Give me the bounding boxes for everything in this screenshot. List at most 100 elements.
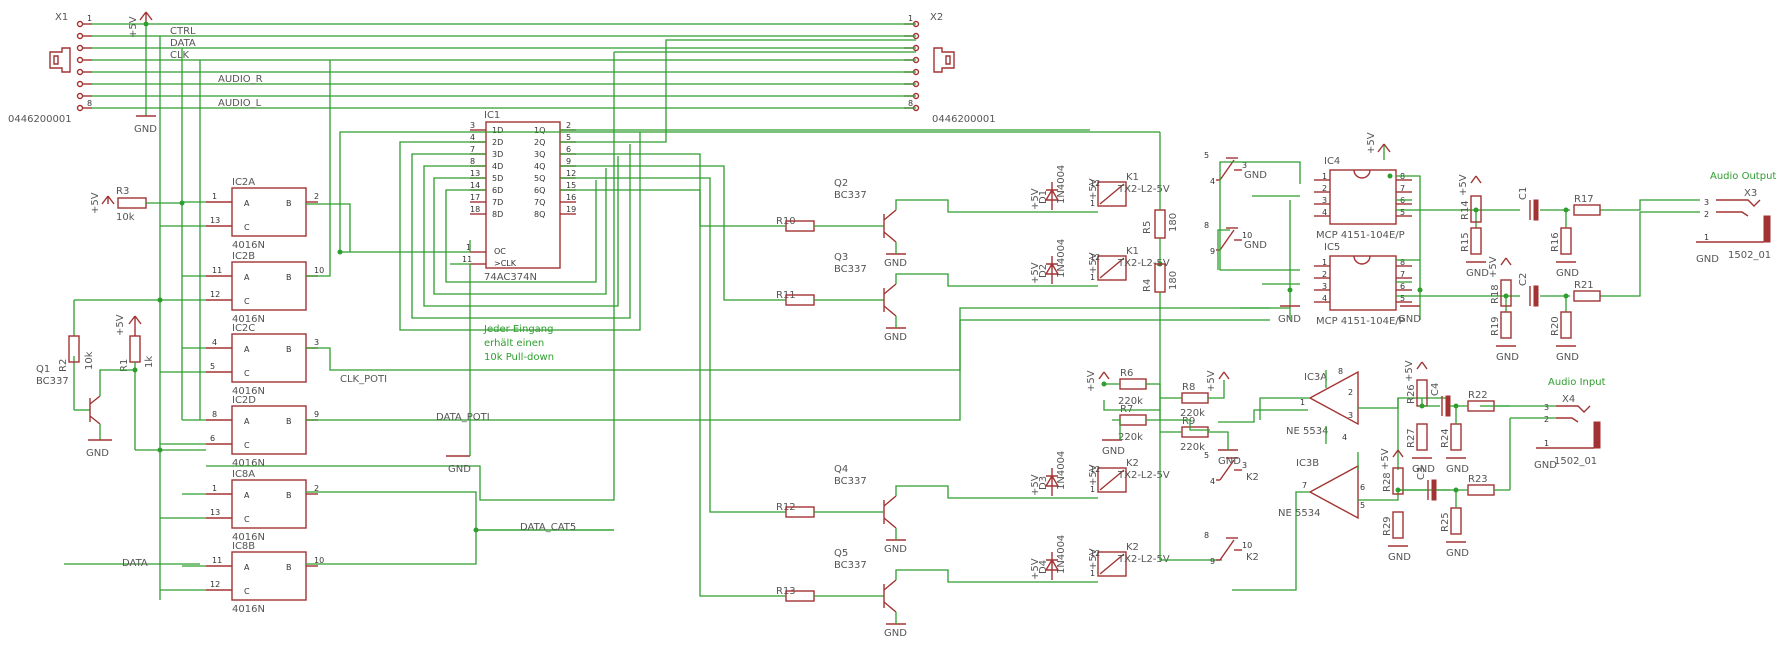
resistor-r4: R4 180 bbox=[1142, 263, 1222, 561]
gate-ref: IC2B bbox=[232, 251, 255, 262]
gnd-label: GND bbox=[884, 628, 907, 639]
latch-d-num: 3 bbox=[470, 121, 475, 130]
svg-text:+5V: +5V bbox=[90, 192, 101, 214]
transistor-leads bbox=[883, 579, 897, 613]
net-data-poti: DATA_POTI bbox=[436, 412, 490, 423]
vcc-arrow bbox=[1416, 361, 1428, 370]
transistor-ref: Q5 bbox=[834, 548, 848, 559]
gnd-label: GND bbox=[1218, 456, 1241, 467]
latch-d-label: 8D bbox=[492, 210, 503, 219]
gate-part: 4016N bbox=[232, 240, 265, 251]
gate-body bbox=[231, 551, 307, 601]
net-label-data: DATA bbox=[170, 38, 196, 49]
gate-c-label: C bbox=[244, 297, 250, 306]
resistor-r18: R18 bbox=[1490, 279, 1512, 307]
connector-pin-end bbox=[76, 20, 84, 28]
svg-text:R14: R14 bbox=[1460, 200, 1471, 220]
latch-q-label: 5Q bbox=[534, 174, 545, 183]
diode-icon bbox=[1044, 552, 1060, 580]
transistor-leads bbox=[883, 495, 897, 529]
vcc-symbol-pots: +5V bbox=[1366, 132, 1391, 154]
gate-c-label: C bbox=[244, 587, 250, 596]
opamp-ic3b: IC3B NE 5534 7 6 5 bbox=[1232, 458, 1365, 591]
net-clk-poti: CLK_POTI bbox=[340, 374, 387, 385]
latch-d-label: 1D bbox=[492, 126, 503, 135]
vcc-label: +5V bbox=[1206, 370, 1217, 392]
vcc-arrow bbox=[1218, 371, 1230, 380]
diode-icon bbox=[1044, 468, 1060, 496]
latch-q-label: 4Q bbox=[534, 162, 545, 171]
relay-pin-bottom: 1 bbox=[1090, 569, 1095, 578]
latch-q-num: 19 bbox=[566, 205, 576, 214]
svg-text:R23: R23 bbox=[1468, 474, 1488, 485]
svg-text:R1: R1 bbox=[119, 359, 130, 372]
latch-d-num: 13 bbox=[470, 169, 480, 178]
x1-ref: X1 bbox=[55, 12, 68, 23]
latch-q-num: 9 bbox=[566, 157, 571, 166]
latch-q-label: 1Q bbox=[534, 126, 545, 135]
svg-text:R18: R18 bbox=[1490, 284, 1501, 304]
resistor-r23: R23 bbox=[1467, 474, 1495, 496]
svg-text:BC337: BC337 bbox=[36, 376, 69, 387]
ic1-part: 74AC374N bbox=[484, 272, 537, 283]
latch-d-label: 5D bbox=[492, 174, 503, 183]
relay-vcc: +5V bbox=[1088, 178, 1099, 200]
diode-ref: D2 bbox=[1038, 264, 1049, 278]
svg-text:2: 2 bbox=[1544, 415, 1549, 424]
vcc-arrow bbox=[1500, 257, 1512, 266]
relay-ref: K2 bbox=[1126, 542, 1139, 553]
svg-text:1k: 1k bbox=[144, 356, 155, 368]
junction bbox=[143, 21, 149, 27]
contact-pin-b: 4 bbox=[1210, 477, 1215, 486]
pot-body bbox=[1329, 169, 1397, 225]
jack-x3: Audio Output X3 3 2 1 1502_01 GND bbox=[1696, 171, 1776, 265]
r6-value: 220k bbox=[1118, 396, 1143, 407]
resistor-r21: R21 bbox=[1573, 280, 1601, 302]
relay-type: TX2-L2-5V bbox=[1117, 554, 1170, 565]
gate-pin-c-num: 6 bbox=[210, 434, 215, 443]
gate-ref: IC2D bbox=[232, 395, 256, 406]
ic1-ref: IC1 bbox=[484, 110, 500, 121]
svg-text:1: 1 bbox=[1544, 439, 1549, 448]
svg-text:GND: GND bbox=[1696, 254, 1719, 265]
ic1-oc-num: 1 bbox=[466, 243, 471, 252]
relay-ref: K1 bbox=[1126, 172, 1139, 183]
pot-body bbox=[1329, 255, 1397, 311]
svg-text:R6: R6 bbox=[1120, 368, 1133, 379]
svg-text:GND: GND bbox=[1534, 460, 1557, 471]
latch-q-label: 7Q bbox=[534, 198, 545, 207]
vcc-label: +5V bbox=[1086, 370, 1097, 392]
svg-text:R28: R28 bbox=[1382, 472, 1393, 492]
gnd-symbol-latch: GND bbox=[446, 455, 471, 475]
gate-pin-c-num: 13 bbox=[210, 216, 220, 225]
pot-pin-right: 8 bbox=[1400, 258, 1405, 267]
svg-text:R3: R3 bbox=[116, 186, 129, 197]
contact-pin-c: 3 bbox=[1242, 461, 1247, 470]
svg-text:180: 180 bbox=[1168, 271, 1179, 290]
relay-pin-top: 12 bbox=[1090, 253, 1100, 262]
connector-pin-end bbox=[76, 80, 84, 88]
junction bbox=[1563, 293, 1569, 299]
driver-q2: R10Q2BC337GND1N4004D1+5VK1TX2-L2-5V121+5… bbox=[764, 165, 1170, 269]
svg-text:R15: R15 bbox=[1460, 232, 1471, 252]
diode-part: 1N4004 bbox=[1056, 239, 1067, 278]
gate-part: 4016N bbox=[232, 604, 265, 615]
junction bbox=[1503, 293, 1509, 299]
contact-gnd: GND bbox=[1244, 240, 1267, 251]
pot-notch bbox=[1353, 255, 1371, 265]
junction bbox=[157, 297, 163, 303]
pot-pin-right: 7 bbox=[1400, 270, 1405, 279]
ic1-clk: >CLK bbox=[494, 259, 517, 268]
diode-icon bbox=[1044, 256, 1060, 284]
svg-text:Q1: Q1 bbox=[36, 364, 50, 375]
gate-body bbox=[231, 187, 307, 237]
relay-pin-top: 12 bbox=[1090, 179, 1100, 188]
wires-left bbox=[73, 24, 201, 600]
connector-pin-end bbox=[76, 92, 84, 100]
